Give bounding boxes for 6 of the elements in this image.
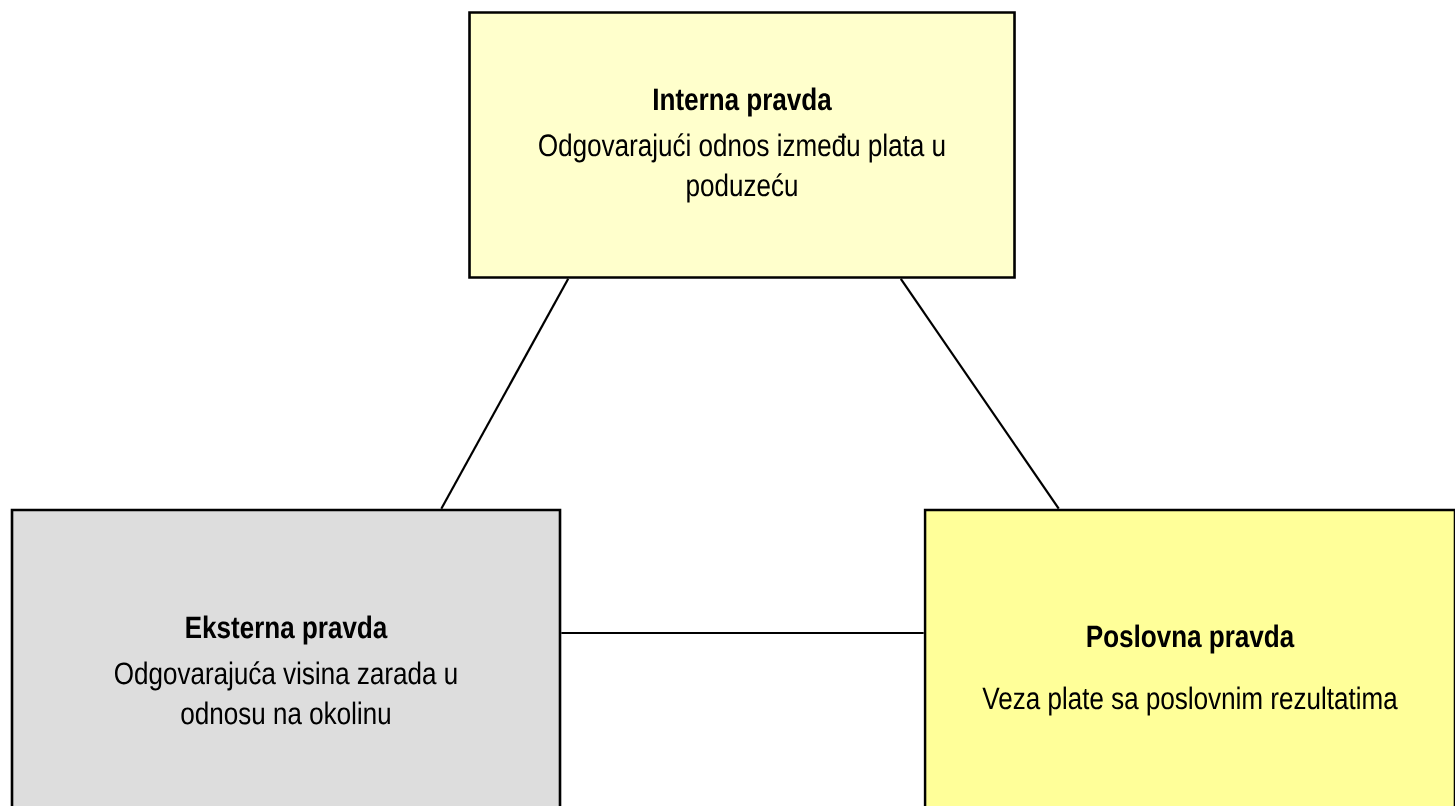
connector-line (561, 631, 924, 635)
text-box: Eksterna pravda Odgovarajuća visina zarada u odnosu na okolinu (10, 508, 562, 806)
connector-line (899, 278, 1060, 510)
text-box: Interna pravda Odgovarajući odnos između plata u poduzeću (468, 11, 1016, 279)
text-box: Poslovna pravda Veza plate sa poslovnim rezultatima (923, 508, 1455, 806)
connector-line (440, 278, 570, 510)
